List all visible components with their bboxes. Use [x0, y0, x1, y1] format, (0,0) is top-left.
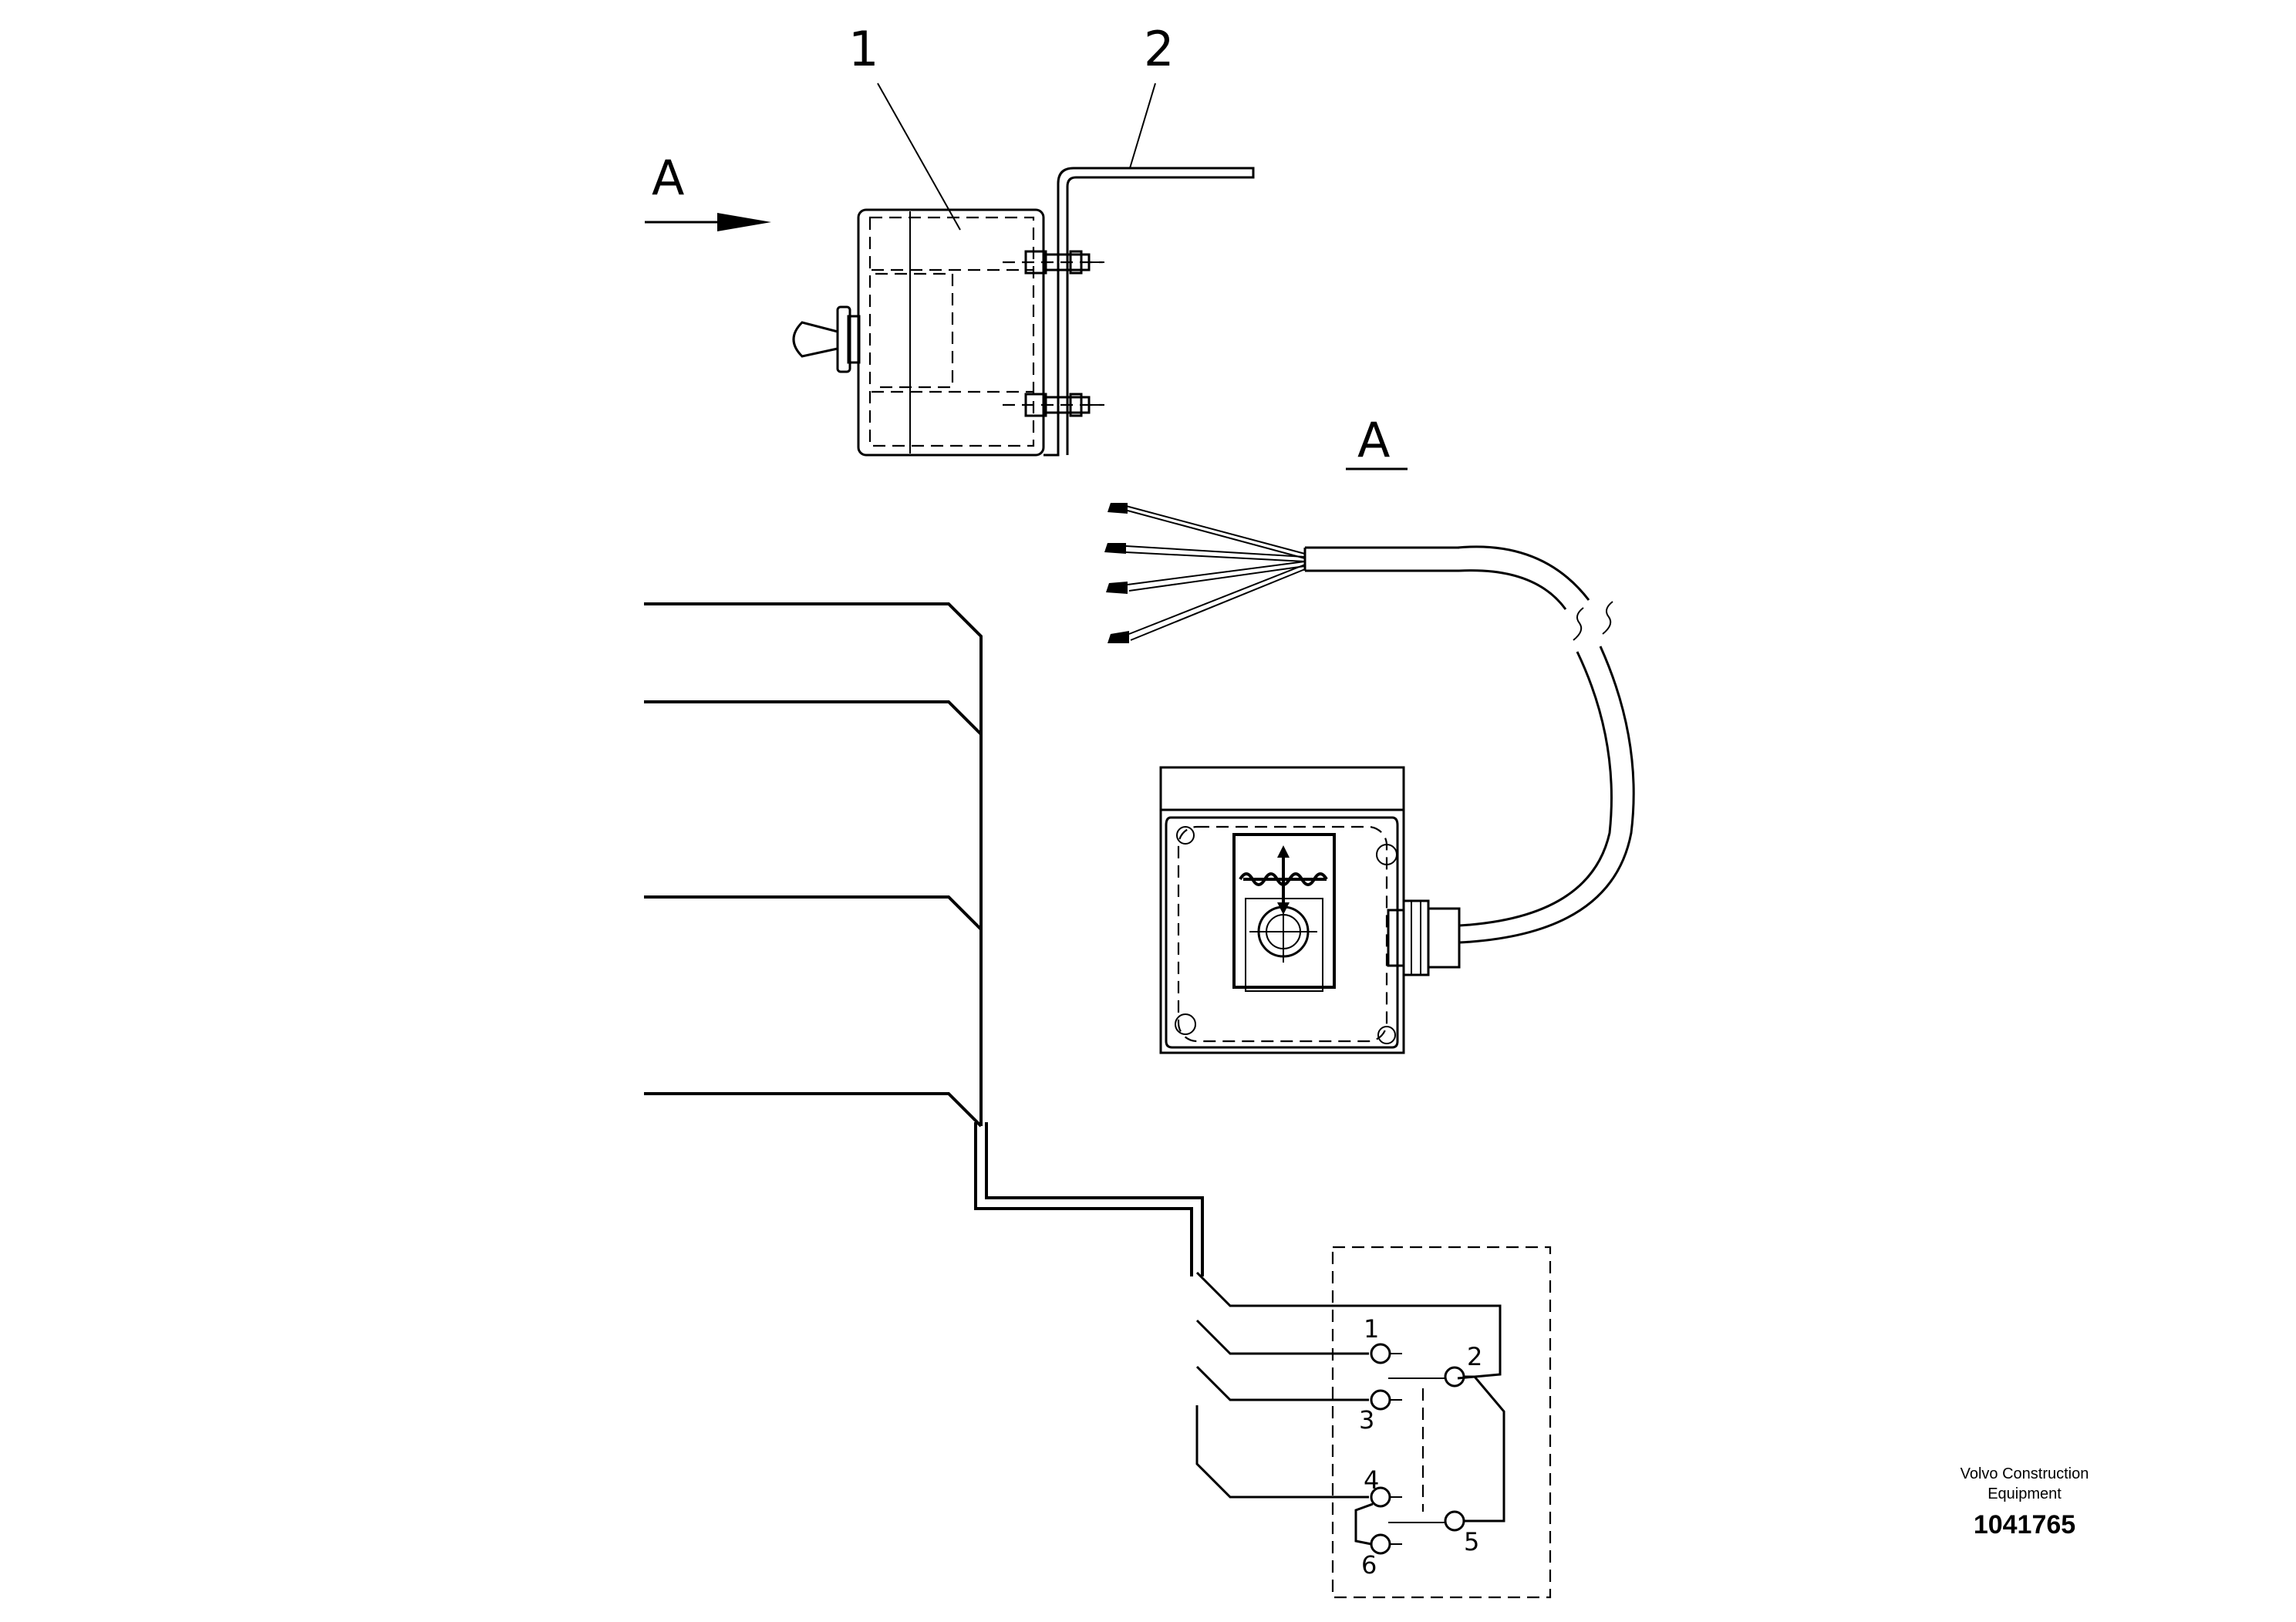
leader-1: [877, 83, 961, 231]
harness-lines: [644, 602, 1204, 1276]
switch-schematic: 1 2 3 4 5 6: [1195, 1246, 1552, 1599]
harness-wire-4: [644, 1092, 983, 1128]
contact-2: [1444, 1366, 1465, 1388]
harness-wire-3: [644, 895, 983, 931]
gland-nut: [1402, 899, 1430, 976]
gland-body: [1427, 907, 1461, 969]
side-view: A 1 2: [645, 21, 1255, 457]
callout-2: 2: [1144, 21, 1174, 77]
wire-end-1: [1108, 503, 1128, 514]
schematic-boundary: [1331, 1246, 1552, 1599]
box-gasket-outline: [1177, 825, 1388, 1043]
company-name: Volvo Construction Equipment: [1920, 1464, 2129, 1504]
jumper-4-6: [1354, 1502, 1374, 1546]
wire-end-3: [1106, 582, 1128, 594]
cable-break-symbol: [1573, 601, 1613, 641]
lower-bolt: [1003, 393, 1104, 417]
motion-symbol-icon: [1239, 845, 1328, 915]
contact-5: [1444, 1510, 1465, 1532]
schem-wire-4: [1195, 1405, 1369, 1499]
pin-label-3: 3: [1359, 1405, 1374, 1435]
schem-wire-2: [1195, 1271, 1502, 1380]
cable-sheath-upper-inner: [1458, 569, 1567, 610]
mounting-bracket: [1043, 167, 1255, 457]
cable-wires: [1104, 503, 1306, 643]
pin-label-4: 4: [1364, 1465, 1379, 1495]
schem-wire-1: [1195, 1319, 1369, 1355]
view-arrow-head: [717, 213, 771, 231]
upper-bolt: [1003, 250, 1104, 275]
pin-label-6: 6: [1361, 1550, 1377, 1580]
callout-1: 1: [848, 21, 878, 77]
screw-top-right: [1376, 844, 1397, 865]
label-plate: [1232, 833, 1336, 989]
view-a: A: [1104, 412, 1635, 1054]
harness-wire-1: [644, 602, 983, 1126]
pin-label-5: 5: [1464, 1527, 1479, 1556]
screw-top-left: [1176, 826, 1195, 845]
contact-1: [1370, 1343, 1391, 1364]
wire-end-4: [1108, 631, 1129, 643]
schem-wire-5: [1464, 1375, 1505, 1523]
screw-bottom-left: [1175, 1013, 1196, 1035]
schem-wire-3: [1195, 1365, 1369, 1401]
pin-label-1: 1: [1364, 1314, 1379, 1344]
company-line-1: Volvo Construction: [1960, 1465, 2089, 1482]
switch-housing: [857, 208, 1045, 457]
switch-internal-outline: [868, 216, 1035, 447]
cable-sheath-lower-inner: [1458, 651, 1613, 927]
gland-plate: [1387, 909, 1405, 967]
toggle-lever: [792, 321, 838, 358]
toggle-bushing: [847, 315, 861, 364]
harness-bundle: [974, 1122, 1204, 1276]
screw-bottom-right: [1377, 1026, 1396, 1044]
toggle-nut: [836, 305, 851, 373]
wire-end-2: [1104, 543, 1126, 554]
box-face: [1165, 816, 1399, 1049]
pin-label-2: 2: [1467, 1342, 1482, 1371]
switch-internal-mechanism: [872, 268, 1033, 393]
section-view-label: A: [1357, 412, 1390, 468]
document-number: 1041765: [1973, 1510, 2076, 1539]
cable-sheath-lower-outer: [1458, 646, 1635, 944]
view-arrow-label: A: [652, 150, 684, 206]
company-line-2: Equipment: [1988, 1485, 2062, 1502]
leader-2: [1129, 83, 1156, 169]
cable-sheath-upper-outer: [1457, 545, 1590, 601]
harness-wire-2: [644, 700, 983, 736]
